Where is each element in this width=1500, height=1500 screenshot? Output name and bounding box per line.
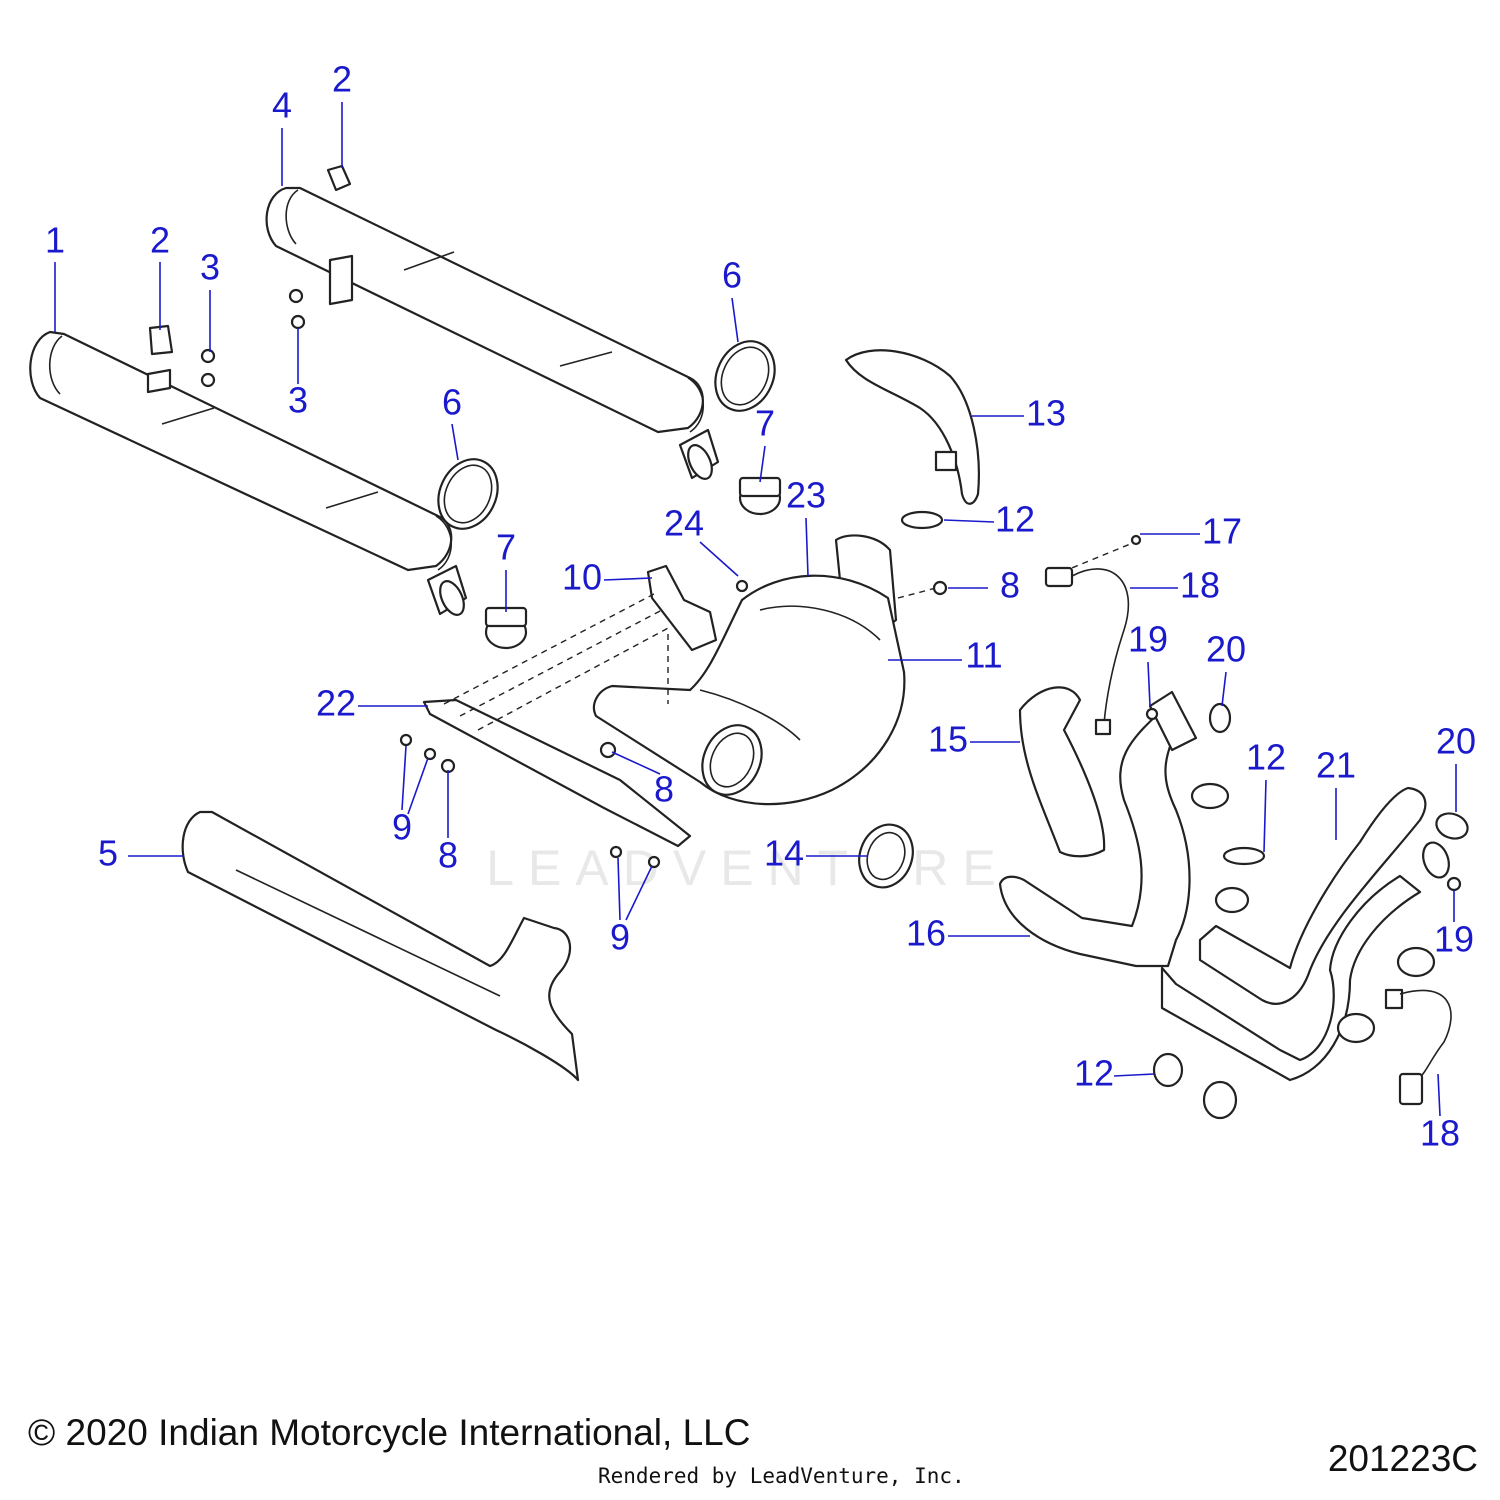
leader-line <box>451 423 459 461</box>
callout-17: 17 <box>1202 511 1242 552</box>
support-plate <box>422 698 692 848</box>
crossover-pipe <box>1018 686 1106 858</box>
callout-10: 10 <box>562 557 602 598</box>
head-pipe-rear <box>1160 786 1450 1082</box>
leader-line <box>1437 1073 1441 1117</box>
callout-9b: 9 <box>610 917 630 958</box>
leader-line <box>603 577 653 581</box>
slip-clamp-7-upper <box>738 476 782 516</box>
callout-13: 13 <box>1026 393 1066 434</box>
callout-8a: 8 <box>1000 565 1020 606</box>
o2-sensor-upper <box>1044 566 1130 736</box>
gasket-20-a <box>1208 702 1232 734</box>
callout-8c: 8 <box>438 835 458 876</box>
callout-9a: 9 <box>392 807 412 848</box>
callout-12a: 12 <box>995 499 1035 540</box>
callout-14: 14 <box>764 833 804 874</box>
callout-12b: 12 <box>1246 737 1286 778</box>
callout-3a: 3 <box>200 247 220 288</box>
callout-15: 15 <box>928 719 968 760</box>
watermark-text: LEADVENTURE <box>486 840 1010 896</box>
o2-sensor-lower <box>1384 988 1452 1106</box>
leader-line <box>1221 671 1227 707</box>
leader-lines <box>54 102 1457 1117</box>
leader-line <box>407 757 429 815</box>
callout-4: 4 <box>272 85 292 126</box>
callout-16: 16 <box>906 913 946 954</box>
clamp-12-h <box>1336 1012 1376 1044</box>
leader-line <box>1147 661 1151 707</box>
callout-11: 11 <box>965 635 1002 676</box>
muffler-upper <box>265 186 720 480</box>
band-clamp-6-upper <box>714 340 776 412</box>
callout-20b: 20 <box>1436 721 1476 762</box>
callout-18b: 18 <box>1420 1113 1460 1154</box>
callout-3b: 3 <box>288 380 308 421</box>
callout-23: 23 <box>786 475 826 516</box>
clamp-12-b <box>1190 782 1230 810</box>
leader-line <box>401 745 407 811</box>
band-clamp-6-lower <box>437 458 499 530</box>
catalyst-assembly <box>592 534 906 806</box>
assembly-guide-lines <box>443 539 1141 731</box>
leader-line <box>943 519 995 523</box>
callout-24: 24 <box>664 503 704 544</box>
callout-12c: 12 <box>1074 1053 1114 1094</box>
clamp-12-c <box>1222 846 1266 866</box>
callout-21: 21 <box>1316 745 1356 786</box>
callout-7a: 7 <box>755 403 775 444</box>
callout-7b: 7 <box>496 527 516 568</box>
callout-1: 1 <box>45 220 65 261</box>
leader-line <box>1263 779 1267 853</box>
leader-line <box>617 857 621 921</box>
leader-line <box>759 445 766 483</box>
leader-line <box>699 541 739 577</box>
clamp-12-f <box>1202 1080 1238 1120</box>
callout-19b: 19 <box>1434 919 1474 960</box>
leader-line <box>611 751 661 775</box>
slip-clamp-7-lower <box>484 606 528 650</box>
gasket-20-b <box>1435 812 1469 840</box>
callout-22: 22 <box>316 683 356 724</box>
leader-line <box>1113 1073 1155 1077</box>
callout-labels: 1 2 2 3 3 4 5 6 6 7 7 8 8 8 9 9 10 11 12… <box>45 59 1476 1154</box>
leader-line <box>625 865 653 921</box>
callout-8b: 8 <box>654 769 674 810</box>
clamp-12-a <box>900 510 944 530</box>
callout-20a: 20 <box>1206 629 1246 670</box>
rendered-by-credit: Rendered by LeadVenture, Inc. <box>598 1464 965 1488</box>
heat-shield <box>181 810 580 1082</box>
head-pipe-front <box>998 690 1198 968</box>
clamp-12-d <box>1214 886 1250 914</box>
clamp-12-g <box>1396 946 1436 978</box>
callout-19a: 19 <box>1128 619 1168 660</box>
leader-line <box>731 297 739 343</box>
mounting-bracket <box>646 564 718 652</box>
muffler-lower <box>29 330 468 616</box>
leader-line <box>805 517 809 577</box>
drawing-number: 201223C <box>1327 1438 1478 1479</box>
callout-2a: 2 <box>150 220 170 261</box>
callout-2b: 2 <box>332 59 352 100</box>
v-band-clamp <box>858 823 914 889</box>
callout-18a: 18 <box>1180 565 1220 606</box>
clamp-12-e <box>1152 1052 1184 1088</box>
fasteners <box>148 164 1462 892</box>
cover-heat-shield <box>844 349 980 505</box>
callout-6a: 6 <box>722 255 742 296</box>
copyright-notice: © 2020 Indian Motorcycle International, … <box>28 1412 751 1453</box>
callout-6b: 6 <box>442 382 462 423</box>
callout-5: 5 <box>98 833 118 874</box>
